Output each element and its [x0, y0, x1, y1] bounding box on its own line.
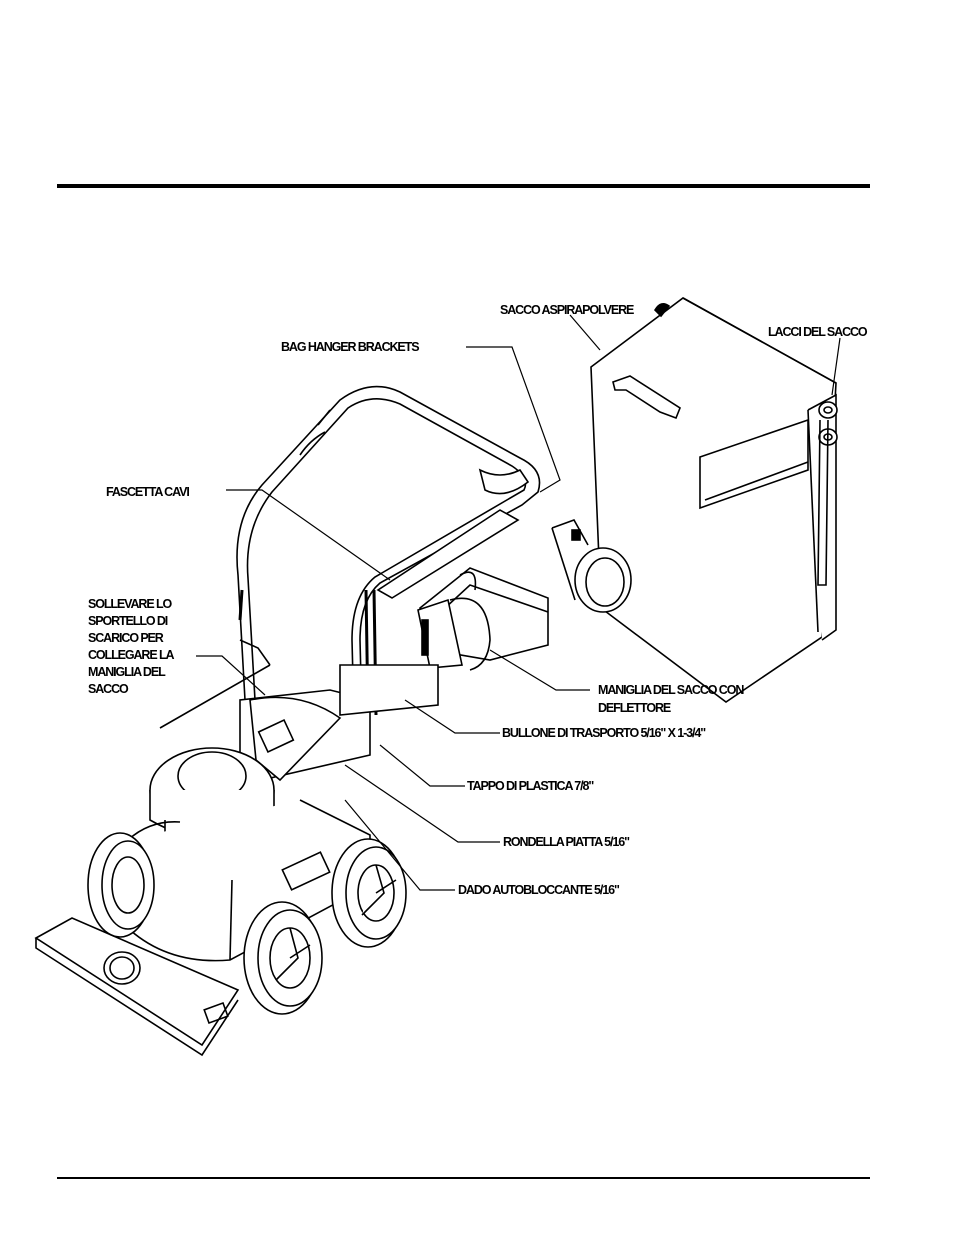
label-dado: DADO AUTOBLOCCANTE 5/16": [458, 883, 620, 897]
leader-lines: [196, 314, 841, 891]
bag-illustration: [551, 297, 838, 703]
label-sollevare-line-6: SACCO: [88, 682, 129, 696]
label-sacco-aspirapolvere: SACCO ASPIRAPOLVERE: [500, 303, 634, 317]
bottom-rule: [57, 1177, 870, 1179]
label-lacci-del-sacco: LACCI DEL SACCO: [768, 325, 868, 339]
label-sollevare-line-5: MANIGLIA DEL: [88, 665, 166, 679]
label-rondella: RONDELLA PIATTA 5/16": [503, 835, 630, 849]
top-rule: [57, 184, 870, 188]
label-sollevare-line-4: COLLEGARE LA: [88, 648, 174, 662]
callout-labels: SACCO ASPIRAPOLVERE LACCI DEL SACCO BAG …: [88, 303, 869, 897]
deflector-illustration: [417, 567, 549, 671]
wheel-front-right: [243, 901, 323, 1015]
label-fascetta-cavi: FASCETTA CAVI: [106, 485, 189, 499]
label-bag-hanger-brackets: BAG HANGER BRACKETS: [281, 340, 419, 354]
wheels: [87, 832, 407, 1015]
label-sollevare-line-2: SPORTELLO DI: [88, 614, 168, 628]
label-bullone: BULLONE DI TRASPORTO 5/16" X 1-3/4": [502, 726, 706, 740]
wheel-front-left: [87, 832, 155, 938]
label-sollevare-line-3: SCARICO PER: [88, 631, 164, 645]
label-tappo: TAPPO DI PLASTICA 7/8": [467, 779, 594, 793]
wheel-rear-right: [331, 838, 407, 948]
vacuum-body: [34, 664, 439, 1057]
label-sollevare-line-1: SOLLEVARE LO: [88, 597, 172, 611]
label-maniglia-line-1: MANIGLIA DEL SACCO CON: [598, 683, 744, 697]
label-maniglia-line-2: DEFLETTORE: [598, 701, 671, 715]
